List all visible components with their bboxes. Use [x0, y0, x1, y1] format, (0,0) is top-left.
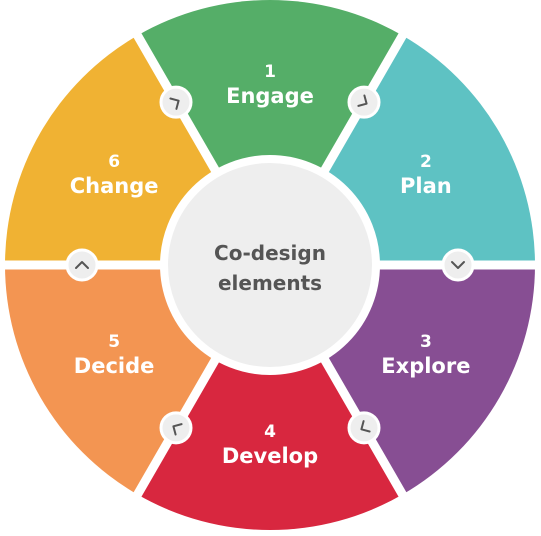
segment-engage — [137, 0, 403, 265]
segment-labels: 1 Engage 2 Plan 3 Explore 4 Develop 5 De… — [70, 62, 471, 468]
center-title-line2: elements — [218, 271, 322, 295]
segment-label-engage: Engage — [226, 84, 314, 108]
chevron-icon — [360, 420, 371, 433]
segment-number-decide: 5 — [108, 332, 120, 352]
connector-engage-plan — [347, 85, 381, 119]
segment-number-explore: 3 — [420, 332, 432, 352]
segment-develop — [137, 265, 403, 530]
segment-label-explore: Explore — [381, 354, 470, 378]
connector-plan-explore — [441, 248, 475, 282]
chevron-up-icon — [75, 261, 89, 269]
segment-number-change: 6 — [108, 152, 120, 172]
chevron-icon — [169, 97, 180, 110]
connector-change-engage — [159, 85, 193, 119]
segment-label-develop: Develop — [222, 444, 318, 468]
chevron-down-icon — [451, 261, 465, 269]
chevron-icon — [357, 94, 368, 107]
center-title-line1: Co-design — [214, 241, 326, 265]
segment-number-plan: 2 — [420, 152, 432, 172]
center-circle — [160, 155, 380, 375]
segment-label-change: Change — [70, 174, 159, 198]
segment-label-plan: Plan — [400, 174, 452, 198]
segment-number-engage: 1 — [264, 62, 276, 82]
connector-decide-change — [65, 248, 99, 282]
connectors — [65, 85, 475, 445]
connector-explore-develop — [347, 411, 381, 445]
chevron-icon — [172, 423, 183, 436]
connector-develop-decide — [159, 411, 193, 445]
segment-number-develop: 4 — [264, 422, 276, 442]
segment-label-decide: Decide — [74, 354, 155, 378]
